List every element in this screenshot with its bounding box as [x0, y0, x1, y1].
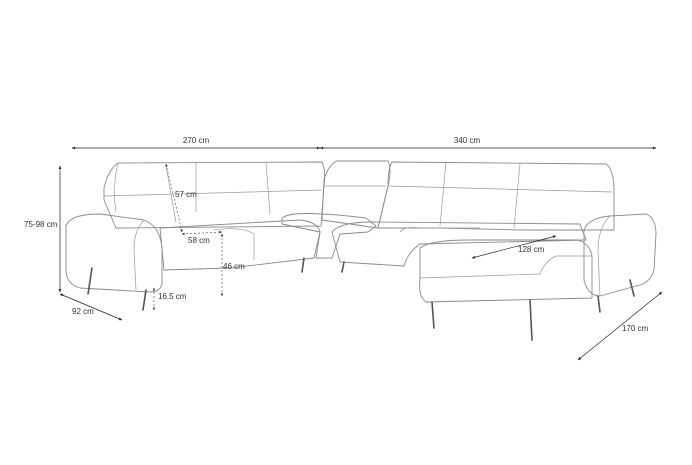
backrest-height-label: 57 cm: [175, 190, 197, 199]
leg: [301, 257, 305, 273]
chaise-seam: [419, 255, 592, 279]
chaise-seat: [419, 239, 593, 303]
right-seat-seam: [399, 227, 480, 233]
depth-label: 92 cm: [72, 307, 94, 316]
dimension-labels: 270 cm 340 cm 75-98 cm 92 cm 57 cm 58 cm…: [24, 136, 649, 333]
leg: [87, 267, 93, 295]
leg: [629, 279, 635, 297]
width-left-label: 270 cm: [183, 136, 210, 145]
right-backrest-seams: [103, 161, 613, 229]
right-armrest: [583, 213, 657, 297]
sofa-legs: [87, 257, 635, 341]
width-right-label: 340 cm: [454, 136, 481, 145]
dimension-lines: [58, 146, 663, 361]
leg: [597, 295, 601, 313]
sofa-illustration: [65, 160, 657, 341]
left-armrest: [65, 213, 163, 293]
chaise-depth-label: 170 cm: [622, 324, 649, 333]
leg: [341, 261, 345, 273]
seat-depth-line: [181, 230, 223, 236]
height-label: 75-98 cm: [24, 220, 58, 229]
corner-backrest: [321, 160, 391, 229]
left-seat: [159, 219, 321, 271]
seat-height-label: 46 cm: [223, 262, 245, 271]
chaise-depth-line: [577, 291, 663, 361]
leg: [431, 301, 435, 329]
depth-line: [59, 293, 123, 321]
chaise-width-line: [471, 235, 557, 259]
leg-height-label: 16.5 cm: [158, 292, 187, 301]
leg: [142, 289, 147, 311]
left-seat-seam: [213, 228, 255, 260]
left-backrest-seams: [114, 162, 271, 223]
right-armrest-front: [597, 215, 611, 297]
leg: [529, 299, 533, 341]
corner-seat: [281, 213, 377, 259]
chaise-width-label: 128 cm: [518, 245, 545, 254]
right-backrest: [377, 161, 615, 231]
seat-depth-label: 58 cm: [188, 236, 210, 245]
left-armrest-front: [133, 219, 145, 291]
